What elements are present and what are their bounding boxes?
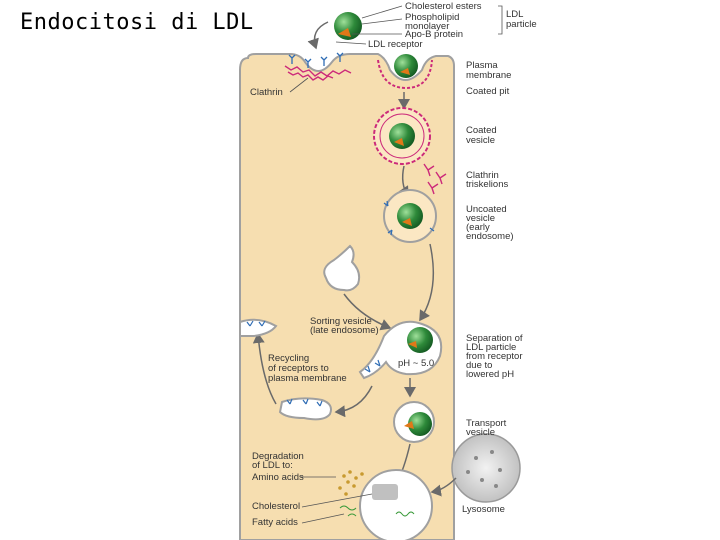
apo-b-in-coated-pit [400,68,410,75]
apo-b-protein [338,28,351,37]
coated-vesicle [373,107,431,165]
label-early-endosome: endosome) [466,231,514,242]
label-separation: Separation of [466,333,523,344]
label-ldl-particle: particle [506,19,537,30]
degradation-vesicle [338,469,433,540]
label-clathrin-2: Clathrin [466,170,499,181]
label-recycling-receptors: of receptors to [268,363,329,374]
ldl-pointer-lines [335,5,503,45]
label-ldl: LDL [506,9,523,20]
label-cholesterol: Cholesterol [252,501,300,512]
label-cholesterol-esters: Cholesterol esters [405,1,482,12]
label-phospholipid: Phospholipid [405,12,459,23]
label-ldl-receptor: LDL receptor [368,39,423,50]
label-uncoated: Uncoated [466,204,507,215]
label-late-endosome: (late endosome) [310,325,379,336]
label-recycling: Recycling [268,353,309,364]
label-plasma-membrane: membrane [466,70,511,81]
label-ldl-particle-2: LDL particle [466,342,516,353]
ldl-in-coated-pit [394,54,418,78]
label-phospholipid-monolayer: monolayer [405,21,449,32]
arrow-lysosome-fusion [430,477,457,497]
label-clathrin: Clathrin [250,87,283,98]
label-plasma: Plasma [466,60,498,71]
label-triskelions: triskelions [466,179,508,190]
label-lysosome: Lysosome [462,504,505,515]
lysosome [451,433,521,503]
arrow-recycling-up [252,332,277,405]
label-apo-b: Apo-B protein [405,29,463,40]
label-transport-vesicle: vesicle [466,427,495,438]
uncoated-vesicle [383,189,437,243]
label-coated-vesicle: vesicle [466,135,495,146]
label-amino-acids: Amino acids [252,472,304,483]
arrow-ldl-to-pit [307,21,329,50]
arrow-sorting-to-separation [343,293,392,331]
label-ph: pH ~ 5.0 [398,358,434,369]
sorting-vesicle [323,244,361,292]
label-degradation: Degradation [252,451,304,462]
label-from-receptor: from receptor [466,351,523,362]
coated-pit [377,59,433,90]
label-recycling-membrane: plasma membrane [268,373,347,384]
label-coated: Coated [466,125,497,136]
slide-title: Endocitosi di LDL [20,10,254,35]
label-transport: Transport [466,418,507,429]
arrow-to-separation [419,243,435,322]
membrane-notch-left [239,318,278,337]
label-of-ldl-to: of LDL to: [252,460,293,471]
label-coated-pit: Coated pit [466,86,510,97]
recycling-vesicle [278,397,332,421]
label-fatty-acids: Fatty acids [252,517,298,528]
separation-vesicle [358,320,443,380]
label-lowered-ph: lowered pH [466,369,514,380]
label-due-to: due to [466,360,492,371]
label-uncoated-vesicle: vesicle [466,213,495,224]
transport-vesicle [393,401,435,443]
label-early: (early [466,222,490,233]
clathrin-triskelions [423,163,447,195]
left-pointer-lines [289,77,373,524]
receptors-left-pit [288,52,344,68]
arrow-recycling [334,385,373,418]
clathrin-coat-left-pit [284,65,352,81]
label-sorting-vesicle: Sorting vesicle [310,316,372,327]
